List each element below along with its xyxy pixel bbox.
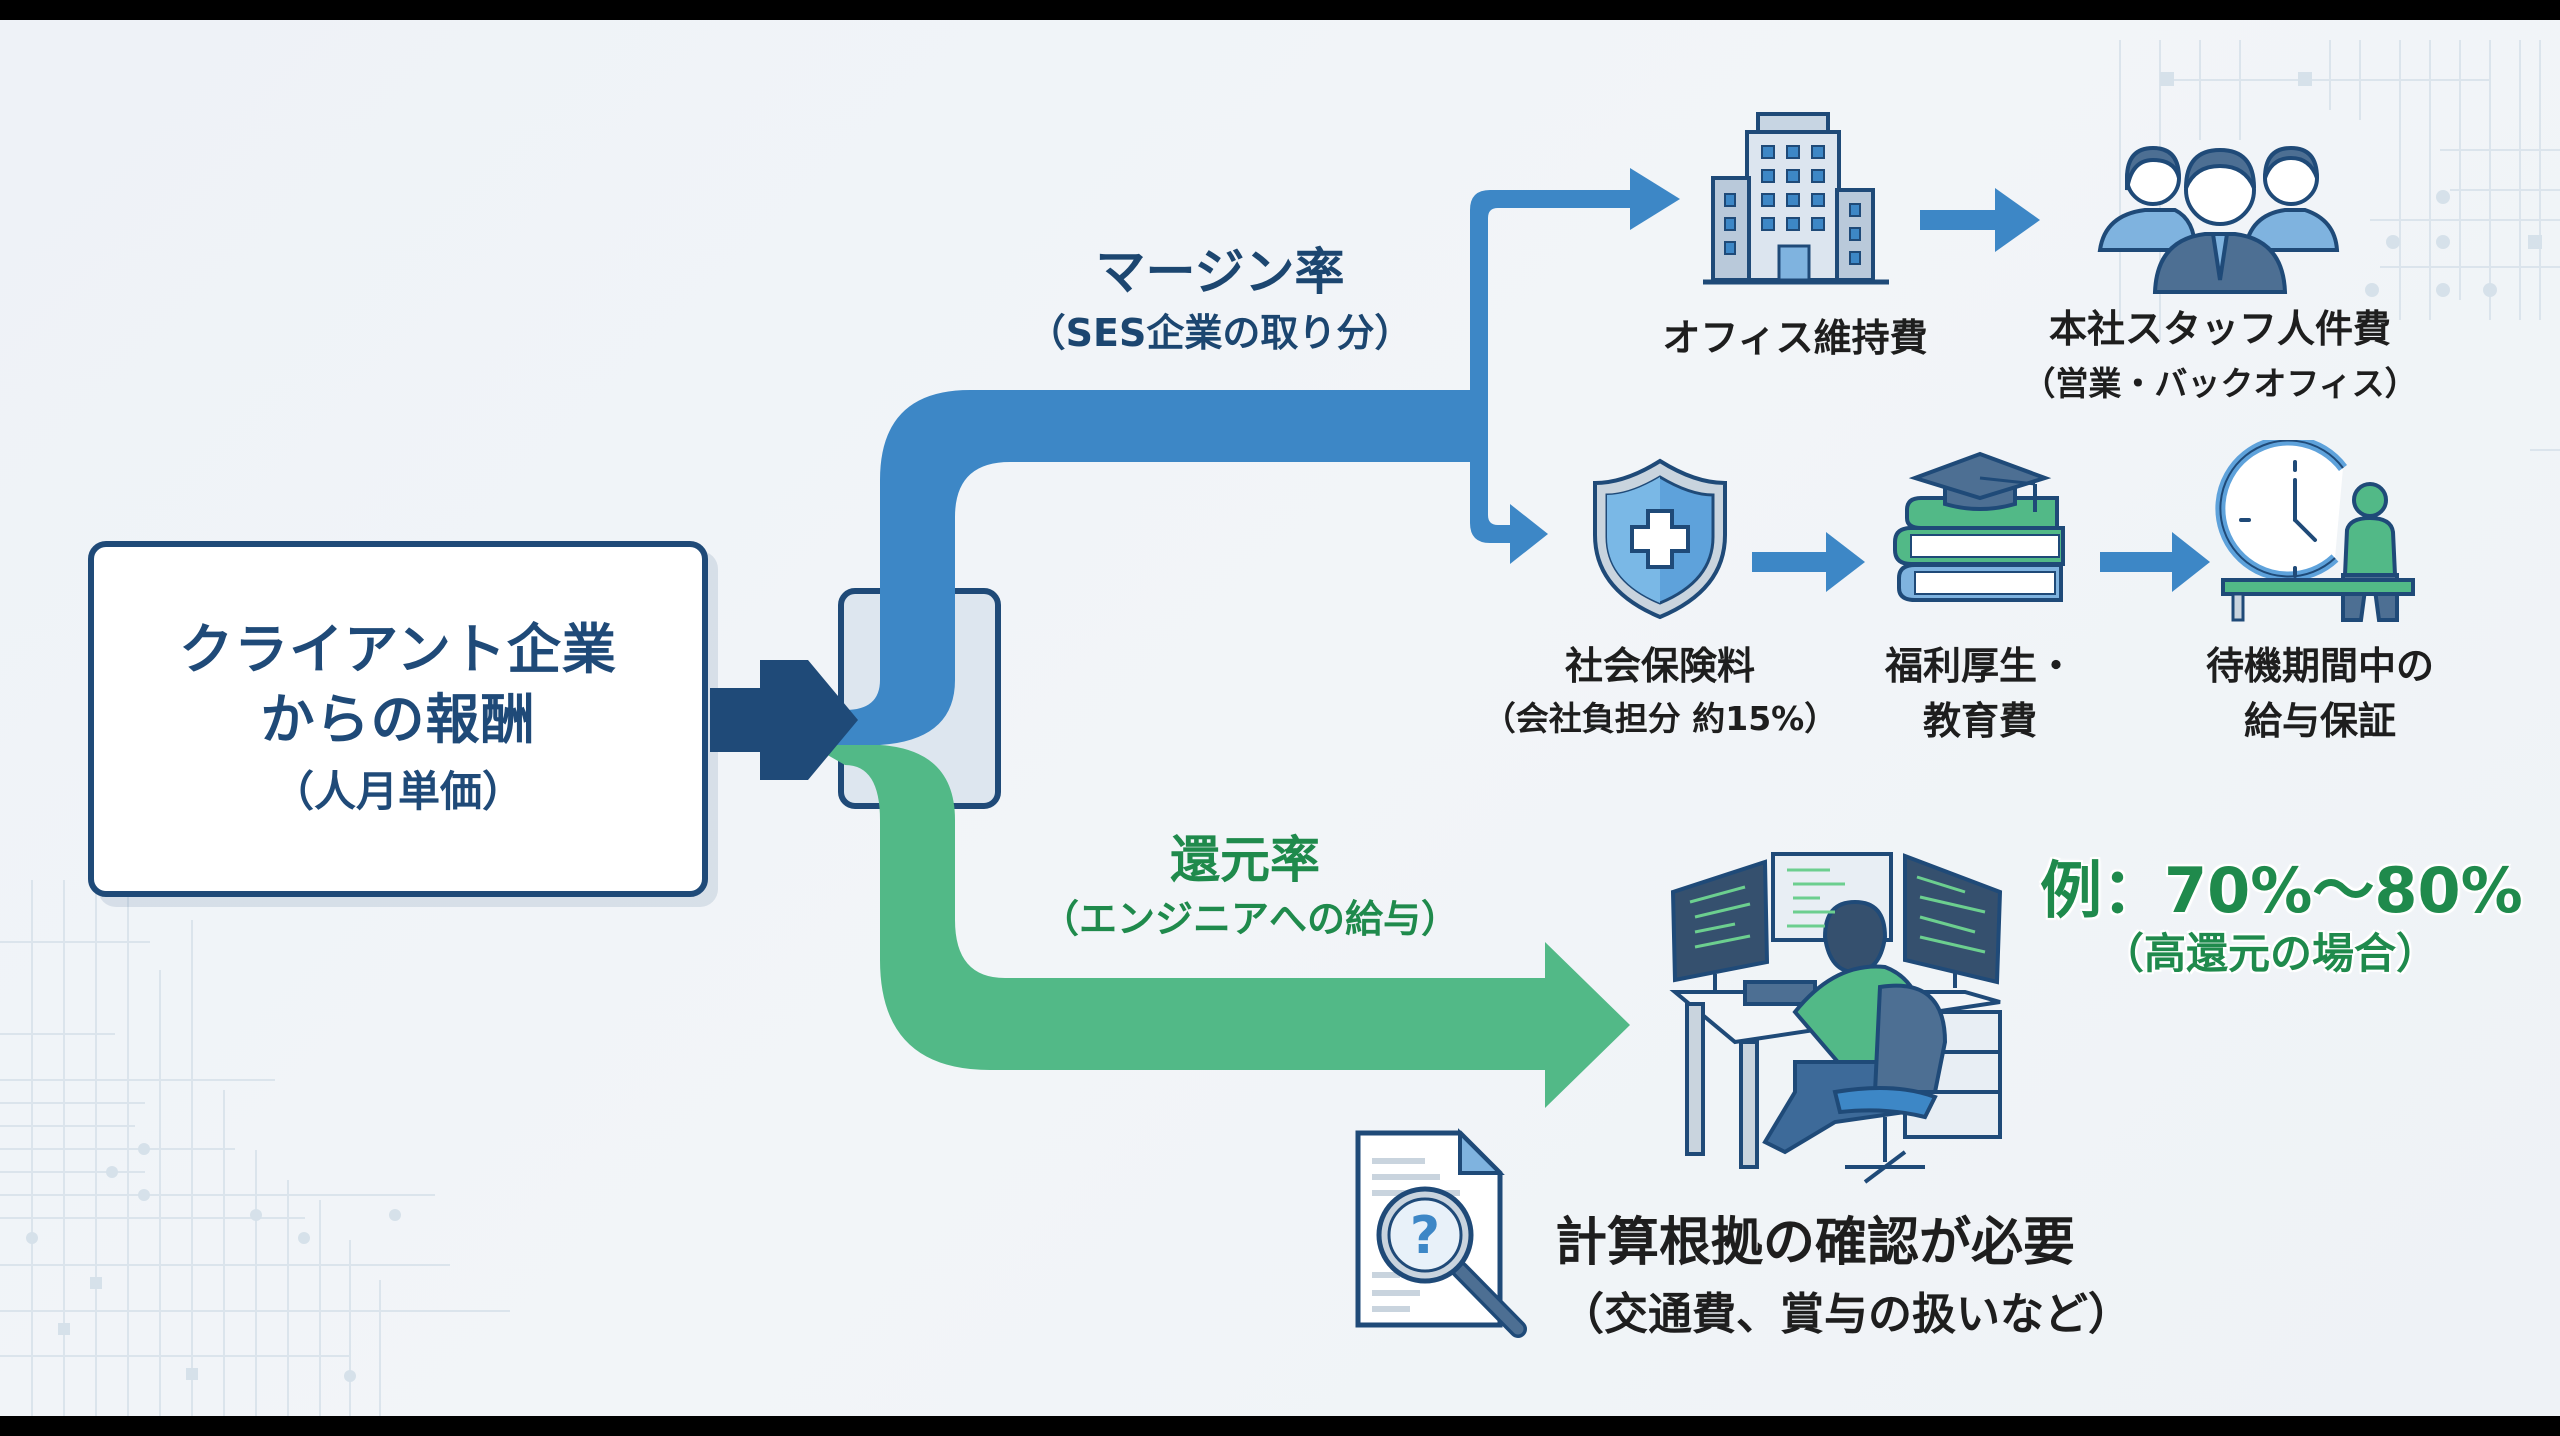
margin-rate-title: マージン率 [1095, 243, 1345, 301]
staff-cost-sub: （営業・バックオフィス） [2022, 364, 2418, 403]
svg-text:?: ? [1410, 1206, 1440, 1266]
engineer-at-desk-icon [1669, 852, 2003, 1184]
verification-note-title: 計算根拠の確認が必要 [1555, 1213, 2076, 1273]
return-rate-example-note: （高還元の場合） [2101, 929, 2438, 978]
support-staff-icon [2097, 145, 2340, 294]
source-line-2: からの報酬 [260, 688, 536, 751]
staff-cost-label: 本社スタッフ人件費 [2048, 307, 2391, 351]
client-payment-box: クライアント企業 からの報酬 （人月単価） [88, 541, 708, 897]
standby-salary-sub: 給与保証 [2243, 699, 2396, 743]
margin-flow-branch [1470, 190, 1640, 543]
arrow-to-staff [1995, 188, 2040, 252]
diagram-canvas: クライアント企業 からの報酬 （人月単価） マージン率 （SES企業の取り分） … [0, 20, 2560, 1416]
clock-waiting-person-icon [2215, 440, 2415, 622]
background-circuit-pattern [0, 40, 2560, 1416]
social-insurance-sub: （会社負担分 約15%） [1482, 699, 1838, 738]
return-rate-title: 還元率 [1170, 831, 1320, 889]
arrow-to-office [1630, 168, 1680, 230]
arrow-to-insurance [1510, 504, 1548, 564]
source-line-3: （人月単価） [271, 767, 524, 816]
source-line-1: クライアント企業 [179, 618, 617, 681]
return-rate-subtitle: （エンジニアへの給与） [1040, 897, 1459, 941]
welfare-label: 福利厚生・ [1884, 644, 2075, 688]
source-arrow [758, 660, 858, 780]
standby-salary-label: 待機期間中の [2205, 644, 2434, 688]
arrow-to-standby [2172, 532, 2210, 592]
books-graduation-cap-icon [1893, 451, 2065, 602]
verification-note-detail: （交通費、賞与の扱いなど） [1560, 1289, 2132, 1340]
document-magnifier-question-icon: ? [1355, 1128, 1527, 1338]
office-cost-label: オフィス維持費 [1662, 316, 1928, 360]
welfare-sub: 教育費 [1922, 699, 2037, 743]
return-rate-example: 例：70%～80% [2040, 854, 2523, 927]
arrow-to-welfare [1826, 532, 1865, 592]
shield-plus-icon [1593, 458, 1727, 620]
office-building-icon [1703, 112, 1889, 285]
margin-rate-subtitle: （SES企業の取り分） [1027, 311, 1413, 355]
return-flow-main [810, 745, 1630, 1108]
flow-arrows [710, 168, 2210, 1108]
margin-flow-main [810, 390, 1470, 745]
social-insurance-label: 社会保険料 [1564, 644, 1755, 688]
